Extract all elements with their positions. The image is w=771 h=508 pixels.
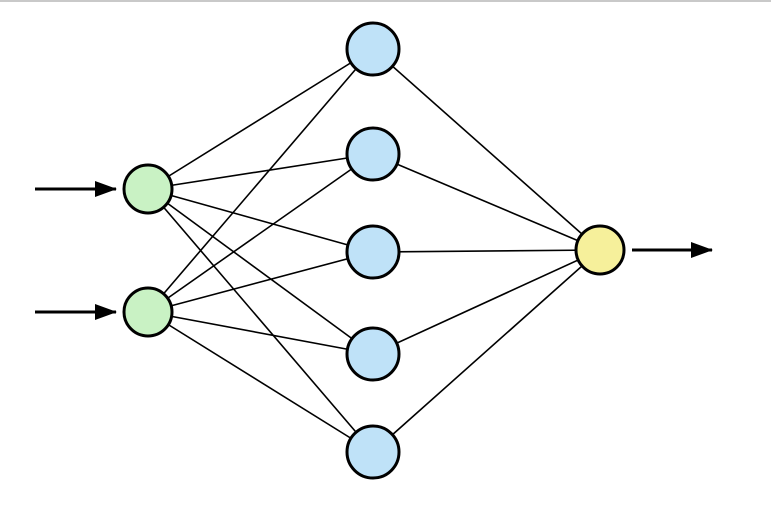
output-node — [574, 224, 626, 276]
edge — [372, 48, 601, 251]
edge — [147, 311, 374, 453]
edge — [147, 188, 374, 355]
edge — [147, 153, 374, 190]
edge — [147, 153, 374, 313]
hidden-node — [345, 224, 401, 280]
hidden-node — [345, 126, 401, 182]
edge — [147, 311, 374, 355]
edge — [372, 249, 601, 253]
edge — [147, 188, 374, 253]
edge — [372, 249, 601, 355]
edge — [372, 153, 601, 251]
input-node — [122, 286, 174, 338]
edge — [372, 249, 601, 453]
hidden-node — [345, 424, 401, 480]
edge — [147, 251, 374, 313]
hidden-node — [345, 21, 401, 77]
edge — [147, 188, 374, 453]
edge — [147, 48, 374, 313]
input-node — [122, 163, 174, 215]
edge — [147, 48, 374, 190]
hidden-node — [345, 326, 401, 382]
